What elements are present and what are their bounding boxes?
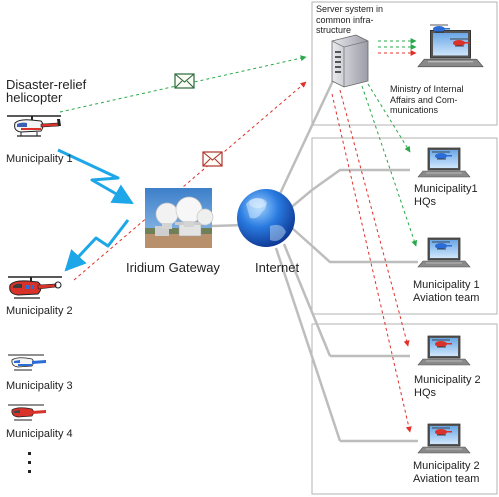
municipality2-hq-label: Municipality 2 HQs bbox=[414, 374, 481, 399]
ministry-label-line-1: Ministry of Internal bbox=[390, 84, 464, 94]
envelope-icon bbox=[174, 73, 195, 89]
red-arrow-server-m2hq bbox=[339, 89, 410, 347]
red-arrow-heli2-server bbox=[73, 81, 307, 281]
connector-m1hq bbox=[311, 168, 410, 192]
m1hq-label-line-2: HQs bbox=[414, 195, 436, 208]
iridium-gateway-label: Iridium Gateway bbox=[126, 260, 220, 275]
network-connectors bbox=[211, 69, 418, 443]
globe-icon bbox=[237, 189, 295, 247]
municipality1-box bbox=[311, 137, 498, 315]
connector-m1av bbox=[291, 227, 418, 264]
helicopter-icon bbox=[7, 115, 61, 137]
laptop-icon bbox=[417, 29, 484, 68]
connector-internet-m2av bbox=[274, 247, 342, 442]
municipality-1-label: Municipality 1 bbox=[6, 153, 73, 165]
green-arrow-server-m1av bbox=[361, 85, 418, 247]
satellite-dome-icon bbox=[145, 188, 214, 248]
red-message-arrows bbox=[73, 50, 417, 433]
m1av-label-line-2: Aviation team bbox=[413, 291, 480, 304]
m2hq-label-line-1: Municipality 2 bbox=[414, 374, 481, 386]
server-tower-icon bbox=[331, 34, 369, 88]
envelope-icon bbox=[202, 151, 223, 167]
server-label-line-1: Server system in bbox=[316, 4, 384, 14]
m2av-label-line-2: Aviation team bbox=[413, 472, 480, 485]
municipality-2-label: Municipality 2 bbox=[6, 305, 73, 317]
m2hq-label-line-2: HQs bbox=[414, 386, 436, 399]
m2av-label-line-1: Municipality 2 bbox=[413, 460, 480, 472]
lightning-link-icon bbox=[64, 219, 130, 272]
disaster-relief-label: Disaster-relief bbox=[6, 77, 87, 92]
server-label-line-2: common infra- bbox=[316, 14, 374, 25]
helicopter-icon bbox=[8, 276, 62, 299]
server-ministry-box bbox=[311, 1, 498, 126]
green-arrow-server-m1hq bbox=[367, 83, 411, 153]
m1hq-label-line-1: Municipality1 bbox=[414, 183, 478, 195]
municipality2-box bbox=[311, 323, 498, 495]
helicopter-icon bbox=[8, 404, 46, 421]
lightning-link-icon bbox=[57, 148, 134, 205]
connector-internet-m2hq bbox=[282, 243, 332, 357]
connector-internet-server bbox=[276, 69, 340, 199]
ministry-label: Ministry of Internal Affairs and Com- mu… bbox=[390, 84, 464, 116]
ministry-label-line-2: Affairs and Com- bbox=[390, 94, 458, 105]
municipality1-aviation-label: Municipality 1 Aviation team bbox=[413, 279, 480, 304]
municipality1-hq-label: Municipality1 HQs bbox=[414, 183, 478, 208]
municipality-4-label: Municipality 4 bbox=[6, 428, 73, 440]
red-arrow-server-m2av bbox=[331, 93, 412, 433]
internet-label: Internet bbox=[255, 260, 300, 275]
server-label-line-3: structure bbox=[316, 25, 352, 36]
ministry-label-line-3: munications bbox=[390, 105, 439, 116]
helicopter-label: helicopter bbox=[6, 90, 63, 105]
server-system-label: Server system in common infra- structure bbox=[316, 4, 383, 36]
helicopter-icon bbox=[8, 354, 46, 371]
municipality-3-label: Municipality 3 bbox=[6, 380, 73, 392]
municipality2-aviation-label: Municipality 2 Aviation team bbox=[413, 460, 480, 485]
m1av-label-line-1: Municipality 1 bbox=[413, 279, 480, 291]
ellipsis-icon bbox=[28, 452, 31, 473]
